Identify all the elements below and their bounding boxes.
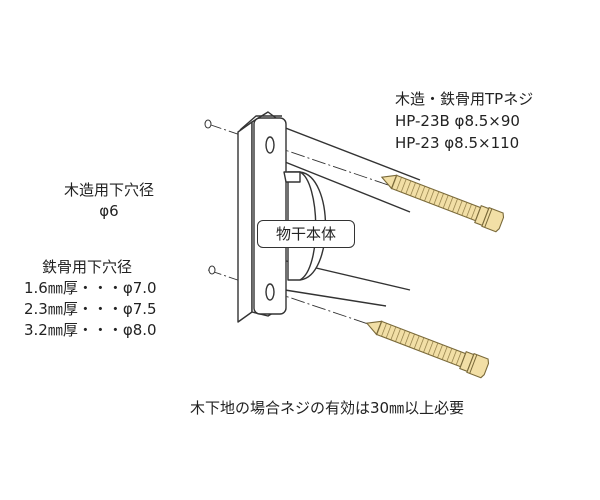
steel-pilot-hole-title: 鉄骨用下穴径 — [42, 258, 133, 276]
wood-pilot-hole-label: 木造用下穴径 φ6 — [34, 180, 184, 222]
screw-spec-title: 木造・鉄骨用TPネジ — [395, 90, 534, 108]
screw-spec-line-2: HP-23 φ8.5×110 — [395, 134, 520, 152]
hole-markers — [204, 119, 216, 275]
steel-hole-row: 3.2㎜厚・・・φ8.0 — [24, 321, 157, 339]
steel-hole-row: 1.6㎜厚・・・φ7.0 — [24, 279, 157, 297]
lower-screw — [365, 320, 490, 379]
plate-upper-hole — [265, 136, 275, 154]
plate-lower-hole — [265, 283, 275, 301]
screw-spec-label: 木造・鉄骨用TPネジ HP-23B φ8.5×90 HP-23 φ8.5×110 — [395, 88, 533, 154]
screw-spec-line-1: HP-23B φ8.5×90 — [395, 112, 520, 130]
drying-rack-body-label: 物干本体 — [257, 220, 355, 248]
steel-pilot-hole-label: 鉄骨用下穴径 1.6㎜厚・・・φ7.0 2.3㎜厚・・・φ7.5 3.2㎜厚・・… — [24, 257, 157, 341]
lower-hole-marker — [208, 265, 216, 275]
screw-depth-note: 木下地の場合ネジの有効は30㎜以上必要 — [190, 399, 465, 417]
wood-pilot-hole-title: 木造用下穴径 — [63, 181, 154, 199]
upper-hole-marker — [204, 119, 212, 129]
wood-pilot-hole-value: φ6 — [99, 202, 119, 220]
upper-screw — [380, 174, 505, 233]
bracket-plate — [237, 111, 421, 323]
steel-hole-row: 2.3㎜厚・・・φ7.5 — [24, 300, 157, 318]
